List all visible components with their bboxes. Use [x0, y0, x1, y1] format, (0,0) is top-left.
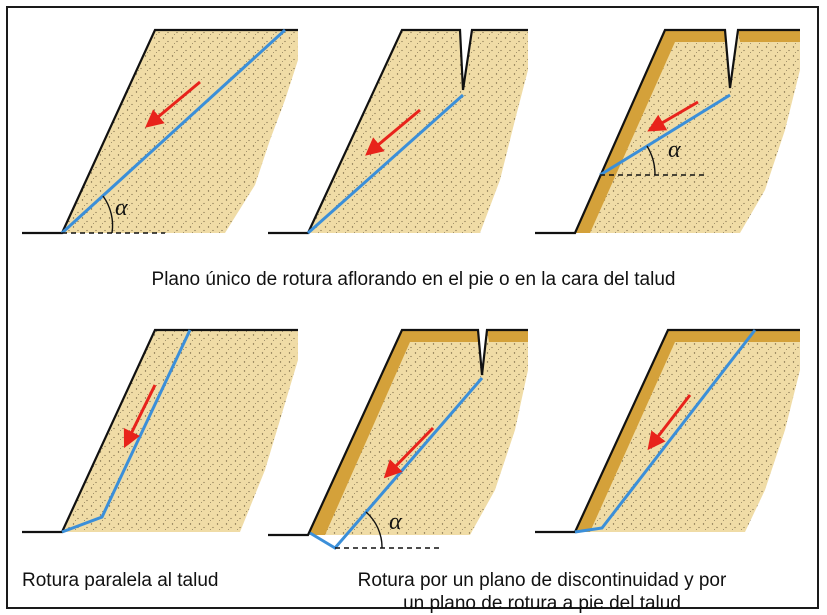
soil-mass: [62, 330, 298, 532]
weathered-layer: [308, 330, 528, 535]
failure-plane: [61, 329, 192, 534]
angle-label: α: [668, 137, 681, 163]
failure-plane: [599, 93, 731, 177]
angle-arc: [646, 145, 656, 176]
panel-planar-failure-with-tension-crack: [268, 28, 528, 235]
failure-plane: [307, 93, 464, 235]
movement-arrow: [365, 108, 421, 156]
panel-planar-failure-at-toe: [22, 28, 298, 235]
soil-mass: [62, 30, 298, 233]
angle-label: α: [389, 509, 402, 535]
ground-line: [535, 328, 800, 534]
panel-failure-parallel-to-slope: [22, 328, 298, 534]
movement-arrow: [647, 394, 692, 451]
movement-arrow: [383, 426, 435, 479]
caption-bottom-right-line2: un plano de rotura a pie del talud: [403, 593, 681, 614]
angle-arc: [365, 511, 383, 549]
panel-discontinuity-and-toe-failure-with-crack: [268, 328, 528, 550]
soil-mass: [575, 30, 800, 233]
movement-arrow: [145, 80, 201, 128]
ground-line: [22, 28, 298, 235]
angle-label: α: [115, 195, 128, 221]
angle-arc: [102, 195, 114, 234]
caption-bottom-left: Rotura paralela al talud: [22, 570, 219, 591]
ground-line: [22, 328, 298, 534]
soil-mass: [308, 330, 528, 535]
panel-discontinuity-and-toe-failure: [535, 328, 800, 534]
movement-arrow: [647, 100, 699, 132]
caption-top: Plano único de rotura aflorando en el pi…: [151, 269, 676, 290]
ground-line: [268, 328, 528, 537]
failure-plane: [60, 28, 287, 235]
caption-bottom-right-line1: Rotura por un plano de discontinuidad y …: [357, 570, 727, 591]
ground-line: [535, 28, 800, 235]
movement-arrow: [123, 384, 157, 449]
soil-mass: [575, 330, 800, 532]
panel-planar-failure-on-face-weathered: [535, 28, 800, 235]
weathered-layer: [575, 330, 800, 532]
failure-plane: [574, 329, 757, 534]
